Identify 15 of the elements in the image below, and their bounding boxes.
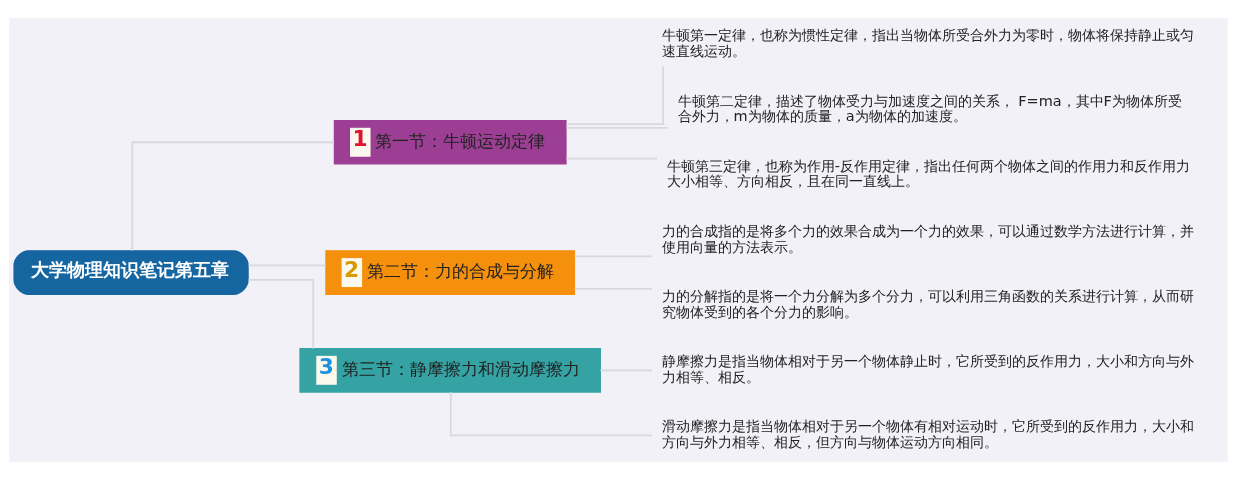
node-text: 滑动摩擦力是指当物体相对于另一个物体有相对运动时，它所受到的反作用力，大小和方向与外力相等、相反，但方向与物体运动方向相同。: [661, 418, 1194, 451]
node-text: 静摩擦力是指当物体相对于另一个物体静止时，它所受到的反作用力，大小和方向与外力相等、相反。: [661, 353, 1194, 385]
node-text: 力的分解指的是将一个力分解为多个分力，可以利用三角函数的关系进行计算，从而研究物体受到的各个分力的影响。: [661, 288, 1194, 320]
node-text: 牛顿第三定律，也称为作用-反作用定律，指出任何两个物体之间的作用力和反作用力大小相等、方向相反，且在同一直线上。: [666, 157, 1190, 190]
node-text: 牛顿第一定律，也称为惯性定律，指出当物体所受合外力为零时，物体将保持静止或匀速直线运动。: [661, 27, 1194, 60]
connector: [131, 141, 335, 252]
node-box: 2 第二节：力的合成与分解: [325, 250, 576, 295]
node-box: 1 第一节：牛顿运动定律: [333, 119, 567, 165]
node-text: 力的合成指的是将多个力的效果合成为一个力的效果，可以通过数学方法进行计算，并使用向量的方法表示。: [661, 222, 1194, 255]
connector: [247, 278, 315, 350]
node-text: 牛顿第二定律，描述了物体受力与加速度之间的关系， F=ma，其中F为物体所受合外力，m为物体的质量，a为物体的加速度。: [677, 92, 1182, 125]
node-box: 3 第三节：静摩擦力和滑动摩擦力: [299, 348, 601, 393]
connector: [565, 65, 665, 126]
node-box: 大学物理知识笔记第五章: [13, 250, 249, 295]
connector: [449, 391, 653, 437]
